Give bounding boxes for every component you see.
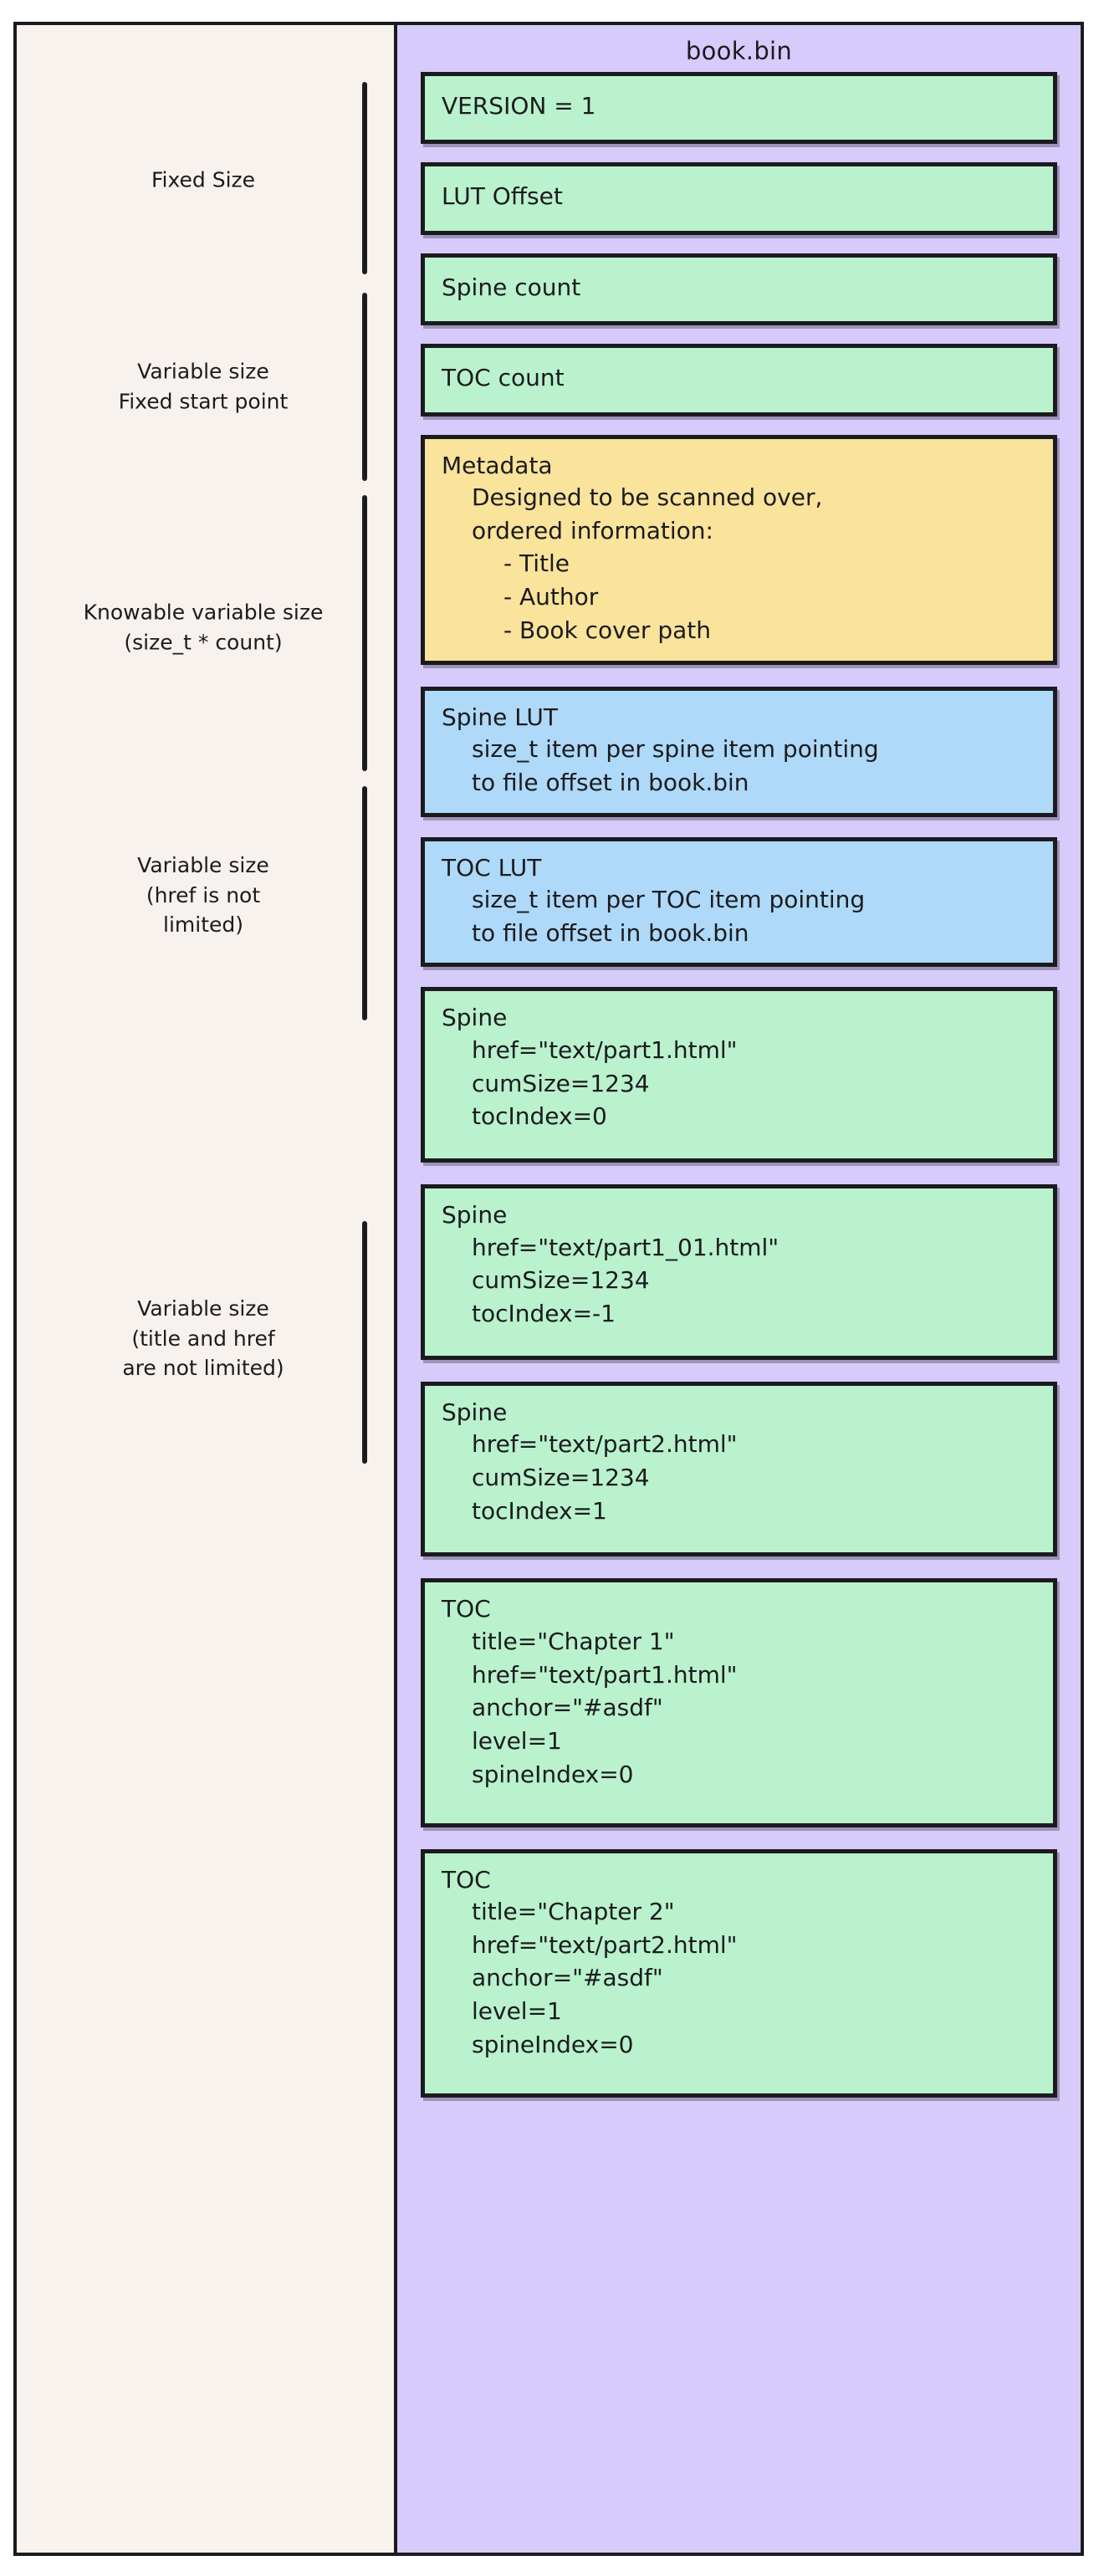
- annotation-line: Fixed Size: [151, 167, 256, 192]
- block-line: ordered information:: [472, 516, 713, 544]
- block-line: tocIndex=0: [472, 1102, 607, 1131]
- block-toc-2: TOC title="Chapter 2" href="text/part2.htm…: [421, 1848, 1057, 2098]
- block-line: href="text/part1.html": [472, 1035, 738, 1064]
- annotation-variable-title-href: Variable size (title and href are not limi…: [53, 1294, 354, 1383]
- block-line: anchor="#asdf": [472, 1964, 663, 1992]
- block-line: tocIndex=1: [472, 1496, 607, 1525]
- block-line: spineIndex=0: [472, 2030, 634, 2058]
- annotation-line: Variable size: [137, 359, 269, 384]
- block-line: - Book cover path: [503, 616, 711, 644]
- annotation-line: Variable size: [137, 1296, 269, 1321]
- block-head: TOC count: [442, 364, 565, 392]
- block-line: href="text/part1.html": [472, 1660, 738, 1689]
- annotation-line: Fixed start point: [118, 389, 289, 413]
- block-head: TOC: [442, 1865, 491, 1894]
- block-spine-2: Spine href="text/part1_01.html" cumSize=12…: [421, 1184, 1057, 1360]
- block-head: Spine LUT: [442, 703, 559, 731]
- block-toc-lut: TOC LUT size_t item per TOC item pointing…: [421, 836, 1057, 968]
- block-line: tocIndex=-1: [472, 1300, 616, 1328]
- annotation-line: (size_t * count): [124, 630, 283, 654]
- annotation-line: (href is not: [146, 882, 261, 907]
- bracket-fixed-size: [362, 82, 367, 274]
- bracket-variable-fixed-start: [362, 293, 367, 481]
- annotation-variable-href: Variable size (href is not limited): [53, 851, 354, 940]
- block-line: cumSize=1234: [472, 1266, 650, 1295]
- block-line: cumSize=1234: [472, 1463, 650, 1491]
- block-head: Metadata: [442, 451, 553, 479]
- annotation-line: Variable size: [137, 852, 269, 877]
- block-line: - Author: [503, 583, 599, 611]
- block-spine-1: Spine href="text/part1.html" cumSize=1234 t…: [421, 987, 1057, 1163]
- annotation-line: (title and href: [131, 1326, 275, 1351]
- block-line: href="text/part1_01.html": [472, 1233, 779, 1261]
- block-line: cumSize=1234: [472, 1069, 650, 1097]
- block-line: level=1: [472, 1997, 562, 2026]
- file-title: book.bin: [685, 37, 793, 65]
- annotation-line: limited): [163, 912, 243, 937]
- block-head: Spine: [442, 1201, 508, 1229]
- block-line: to file offset in book.bin: [472, 768, 749, 796]
- block-toc-count: TOC count: [421, 344, 1057, 417]
- block-head: Spine: [442, 1004, 508, 1032]
- bracket-knowable-variable: [362, 495, 367, 771]
- block-line: href="text/part2.html": [472, 1930, 738, 1959]
- block-line: to file offset in book.bin: [472, 918, 749, 947]
- block-line: anchor="#asdf": [472, 1694, 663, 1722]
- block-spine-3: Spine href="text/part2.html" cumSize=1234 t…: [421, 1381, 1057, 1557]
- block-head: VERSION = 1: [442, 92, 596, 120]
- block-line: level=1: [472, 1727, 562, 1756]
- block-head: TOC: [442, 1595, 491, 1623]
- block-lut-offset: LUT Offset: [421, 162, 1057, 235]
- block-line: Designed to be scanned over,: [472, 483, 823, 511]
- annotation-knowable-variable: Knowable variable size (size_t * count): [53, 598, 354, 657]
- block-line: href="text/part2.html": [472, 1430, 738, 1459]
- block-line: title="Chapter 1": [472, 1627, 675, 1655]
- block-head: Spine count: [442, 273, 581, 301]
- bracket-variable-href: [362, 786, 367, 1020]
- block-line: - Title: [503, 549, 570, 578]
- block-line: size_t item per TOC item pointing: [472, 885, 866, 913]
- block-toc-1: TOC title="Chapter 1" href="text/part1.htm…: [421, 1578, 1057, 1827]
- block-spine-lut: Spine LUT size_t item per spine item poin…: [421, 686, 1057, 817]
- block-line: title="Chapter 2": [472, 1897, 675, 1925]
- bracket-variable-title-href: [362, 1221, 367, 1464]
- block-head: LUT Offset: [442, 182, 563, 211]
- annotation-line: are not limited): [122, 1355, 284, 1380]
- annotation-fixed-size: Fixed Size: [53, 165, 354, 195]
- block-line: size_t item per spine item pointing: [472, 735, 879, 764]
- block-version: VERSION = 1: [421, 72, 1057, 145]
- block-line: spineIndex=0: [472, 1760, 634, 1788]
- block-head: TOC LUT: [442, 853, 542, 882]
- block-spine-count: Spine count: [421, 253, 1057, 326]
- block-head: Spine: [442, 1398, 508, 1426]
- annotation-line: Knowable variable size: [83, 600, 324, 625]
